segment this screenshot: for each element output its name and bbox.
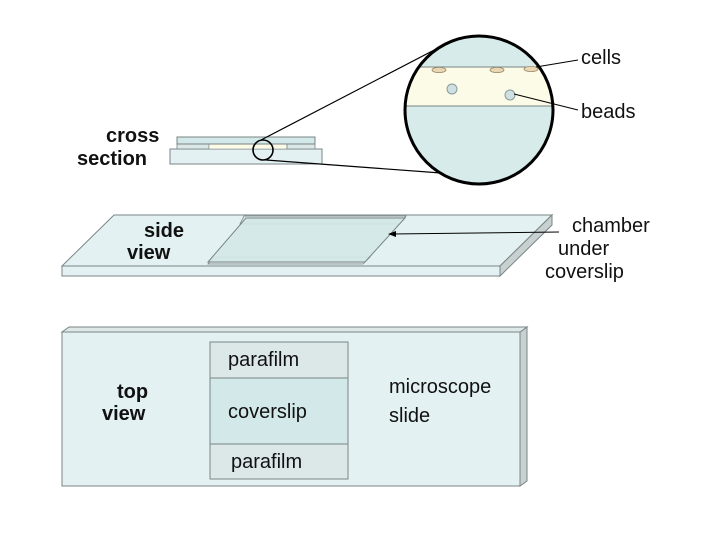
top-view-label-line1: top: [117, 381, 148, 403]
side-coverslip: [206, 217, 407, 263]
magnified-slide: [405, 106, 553, 184]
top-parafilm-upper: [209, 341, 349, 379]
cross-section-parafilm-left: [176, 143, 210, 150]
cross-section-group: [169, 46, 442, 174]
top-parafilm-lower: [209, 443, 349, 480]
microscope-slide-label-line1: microscope: [389, 376, 491, 398]
coverslip-label: coverslip: [228, 401, 307, 423]
chamber-pointer-arrowhead: [388, 231, 396, 237]
chamber-label-line1: chamber: [572, 215, 650, 237]
bead-2: [504, 89, 516, 101]
chamber-label-line3: coverslip: [545, 261, 624, 283]
top-coverslip: [209, 377, 349, 445]
cell-2: [489, 67, 505, 74]
top-view-group: [60, 326, 529, 487]
top-view-label-line2: view: [102, 403, 146, 425]
beads-label: beads: [581, 101, 636, 123]
microscope-slide-label-line2: slide: [389, 405, 430, 427]
side-view-label-line1: side: [144, 220, 184, 242]
cross-section-parafilm-right: [286, 143, 316, 150]
zoom-line-bottom: [265, 159, 442, 174]
zoom-region-marker: [252, 139, 274, 161]
top-slide-edge-right: [519, 326, 528, 487]
parafilm-lower-label: parafilm: [231, 451, 302, 473]
parafilm-upper-label: parafilm: [228, 349, 299, 371]
cross-section-label-line1: cross: [106, 125, 159, 147]
side-view-label-line2: view: [127, 242, 171, 264]
cell-3: [523, 66, 539, 73]
cross-section-slide: [169, 148, 323, 165]
cross-section-medium: [208, 143, 288, 150]
chamber-label-line2: under: [558, 238, 609, 260]
beads-pointer: [513, 93, 579, 111]
cell-1: [431, 67, 447, 74]
cells-pointer: [535, 59, 579, 68]
chamber-pointer: [391, 231, 560, 235]
side-view-group: [60, 213, 560, 278]
cross-section-coverslip: [176, 136, 316, 145]
bead-1: [446, 83, 458, 95]
cells-label: cells: [581, 47, 621, 69]
side-slide-front-face: [61, 265, 501, 277]
cross-section-label-line2: section: [77, 148, 147, 170]
top-slide-edge-top: [60, 326, 529, 333]
magnifier-circle: [403, 34, 555, 186]
zoom-line-top: [260, 46, 441, 141]
magnified-medium: [405, 67, 553, 106]
